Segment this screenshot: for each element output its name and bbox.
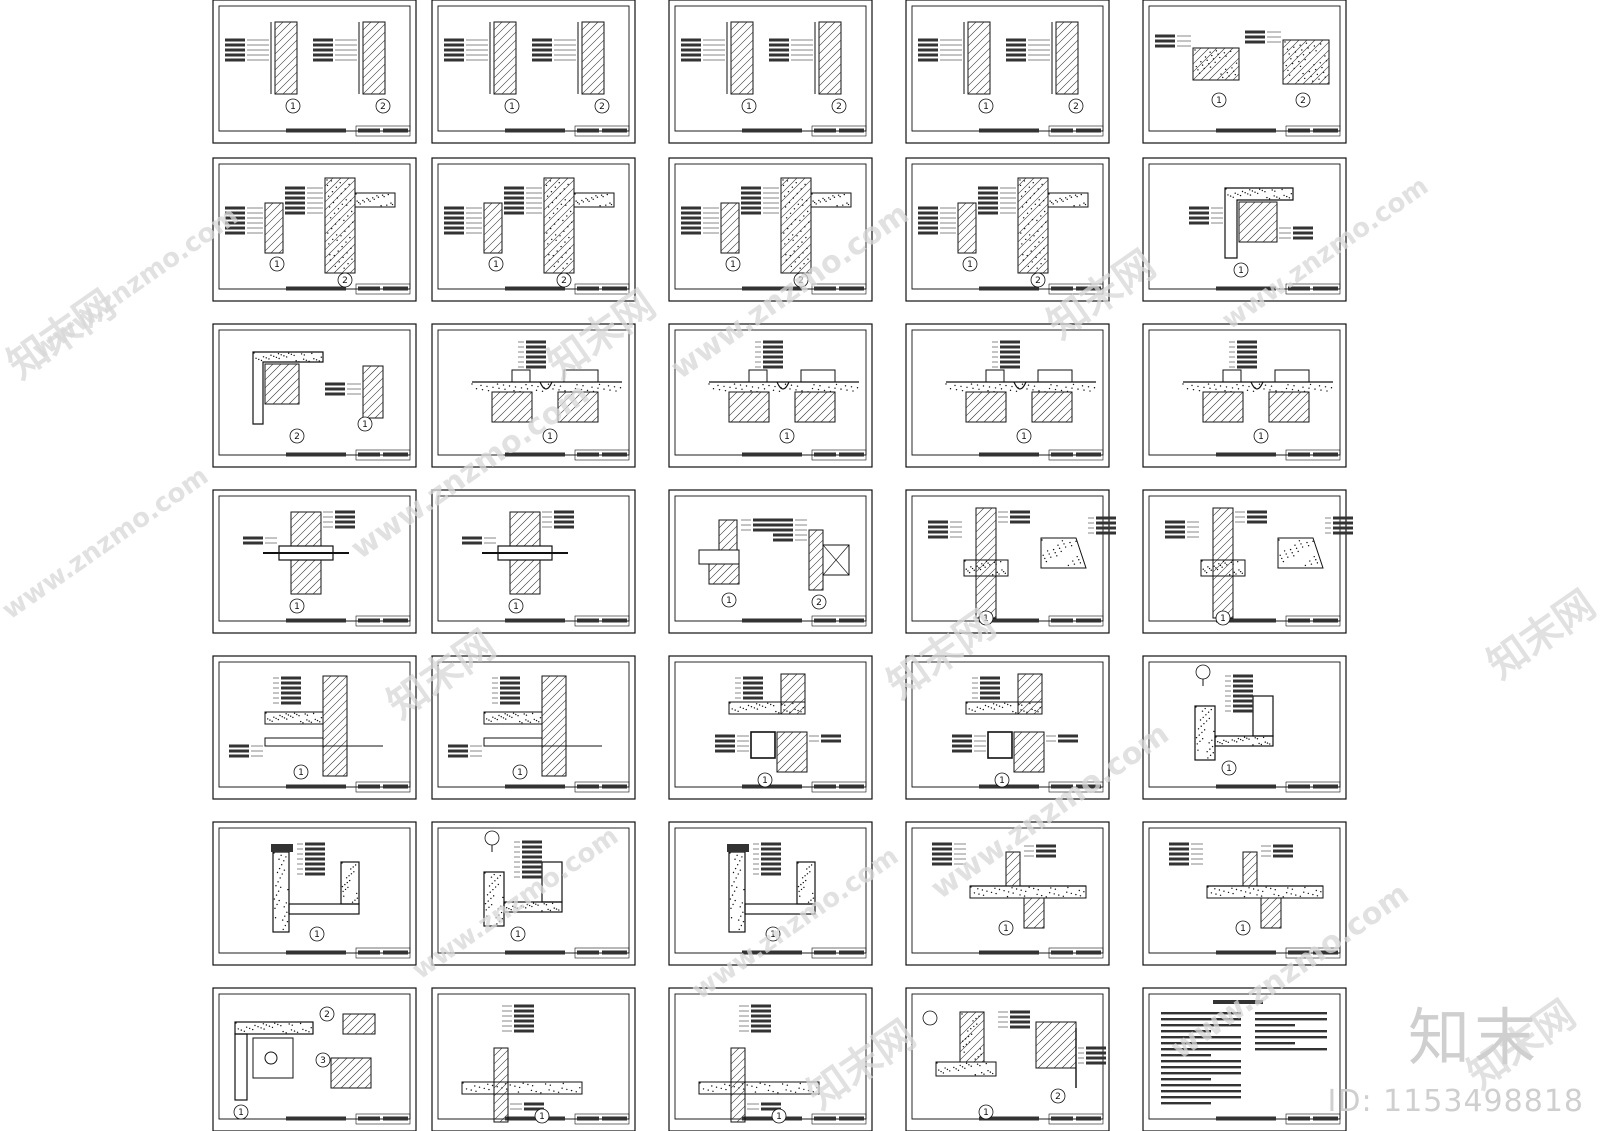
svg-text:1: 1 [1238, 266, 1244, 276]
svg-text:2: 2 [380, 102, 386, 112]
svg-text:2: 2 [294, 432, 300, 442]
svg-text:1: 1 [294, 602, 300, 612]
svg-text:1: 1 [515, 930, 521, 940]
svg-text:1: 1 [1258, 432, 1264, 442]
svg-text:1: 1 [1220, 614, 1226, 624]
brand-logo: 知末 [1407, 1001, 1540, 1074]
svg-text:1: 1 [999, 776, 1005, 786]
drawing-sheet: 1 [431, 821, 636, 966]
drawing-sheet: 12 [905, 157, 1110, 302]
svg-text:2: 2 [1073, 102, 1079, 112]
svg-text:1: 1 [290, 102, 296, 112]
svg-text:1: 1 [314, 930, 320, 940]
drawing-sheet: 1 2 3 [212, 987, 417, 1131]
svg-text:1: 1 [770, 930, 776, 940]
svg-text:2: 2 [1300, 96, 1306, 106]
drawing-sheet: 1 [212, 655, 417, 800]
svg-text:1: 1 [517, 768, 523, 778]
drawing-sheet [1142, 987, 1347, 1131]
watermark-text: 知末网 [0, 282, 124, 389]
svg-text:2: 2 [816, 598, 822, 608]
svg-text:1: 1 [746, 102, 752, 112]
svg-text:1: 1 [509, 102, 515, 112]
svg-text:2: 2 [342, 276, 348, 286]
svg-text:1: 1 [784, 432, 790, 442]
drawing-sheet: 1 [668, 323, 873, 468]
watermark-text: www.znzmo.com [0, 461, 214, 626]
svg-text:1: 1 [762, 776, 768, 786]
watermark-layer: www.znzmo.comwww.znzmo.comwww.znzmo.comw… [0, 171, 1600, 1118]
drawing-sheet: 12 [212, 157, 417, 302]
svg-text:2: 2 [1055, 1092, 1061, 1102]
svg-text:1: 1 [1240, 924, 1246, 934]
drawing-sheet: 1 [905, 821, 1110, 966]
drawing-sheet: 1 [905, 489, 1116, 634]
svg-text:2: 2 [599, 102, 605, 112]
svg-text:1: 1 [1021, 432, 1027, 442]
svg-text:2: 2 [836, 102, 842, 112]
svg-text:2: 2 [561, 276, 567, 286]
svg-text:1: 1 [730, 260, 736, 270]
svg-text:1: 1 [238, 1108, 244, 1118]
drawing-sheet: 1 [905, 323, 1110, 468]
drawing-sheet: 1 [212, 821, 417, 966]
drawing-sheet: 1 [1142, 821, 1347, 966]
svg-text:1: 1 [274, 260, 280, 270]
drawing-sheet: 1 [1142, 323, 1347, 468]
drawing-sheet: 21 [212, 323, 417, 468]
drawing-sheet: 12 [431, 157, 636, 302]
svg-text:1: 1 [513, 602, 519, 612]
svg-text:3: 3 [320, 1056, 326, 1066]
drawing-sheet: 1 [212, 489, 417, 634]
svg-text:1: 1 [1216, 96, 1222, 106]
svg-text:1: 1 [493, 260, 499, 270]
svg-text:1: 1 [983, 1108, 989, 1118]
svg-text:1: 1 [983, 614, 989, 624]
svg-text:1: 1 [1226, 764, 1232, 774]
drawing-sheet: 12 [668, 157, 873, 302]
svg-text:2: 2 [798, 276, 804, 286]
watermark-text: 知末网 [1479, 582, 1600, 689]
drawing-sheet: 1 [431, 987, 636, 1131]
svg-text:1: 1 [776, 1112, 782, 1122]
drawing-sheet: 1 [1142, 157, 1347, 302]
svg-text:1: 1 [983, 102, 989, 112]
svg-text:2: 2 [1035, 276, 1041, 286]
drawing-sheet: 1 [905, 655, 1110, 800]
drawing-sheet: 12 [905, 987, 1110, 1131]
drawing-sheet: 1 [1142, 655, 1347, 800]
drawing-sheet: 1 [431, 323, 636, 468]
drawing-sheet: 1 [668, 987, 873, 1131]
svg-text:1: 1 [547, 432, 553, 442]
svg-text:1: 1 [539, 1112, 545, 1122]
svg-text:1: 1 [1003, 924, 1009, 934]
drawing-sheet: 1 [431, 489, 636, 634]
drawing-sheet: 1 [1142, 489, 1353, 634]
svg-text:1: 1 [726, 596, 732, 606]
svg-text:1: 1 [967, 260, 973, 270]
svg-text:1: 1 [362, 420, 368, 430]
svg-text:1: 1 [298, 768, 304, 778]
drawing-sheet: 1 [668, 821, 873, 966]
brand-id-text: ID: 1153498818 [1327, 1084, 1584, 1119]
drawing-sheet: 1 [431, 655, 636, 800]
svg-text:2: 2 [324, 1010, 330, 1020]
drawing-sheet: 1 [668, 655, 873, 800]
